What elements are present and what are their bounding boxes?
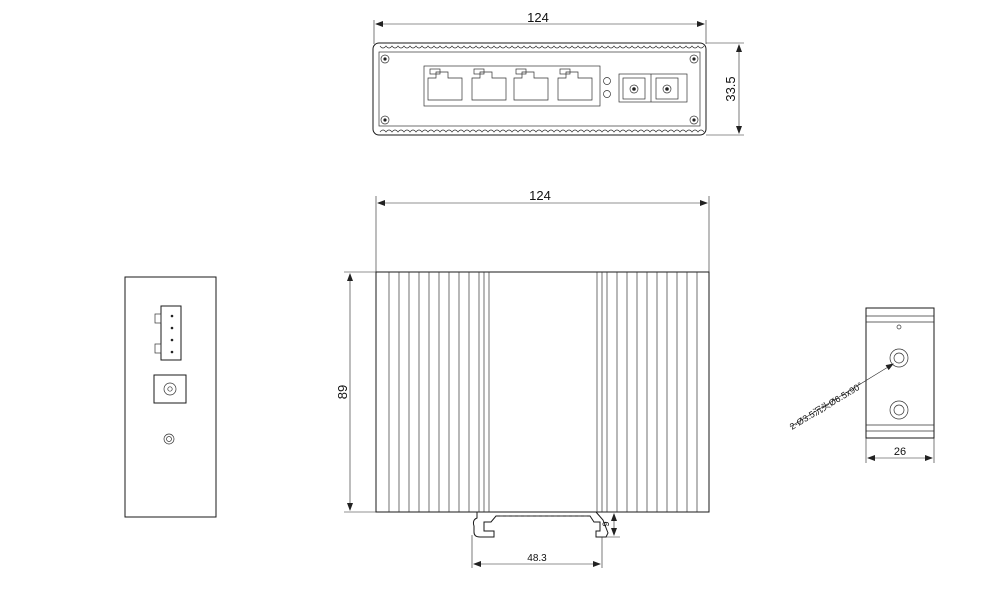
countersunk-hole-icon <box>889 348 909 368</box>
front-view: 124 33.5 <box>372 10 744 136</box>
front-height-label: 33.5 <box>723 76 738 101</box>
rj45-port-2 <box>471 68 507 101</box>
led-icon <box>603 90 611 98</box>
top-housing <box>375 271 710 513</box>
screw-icon <box>380 54 390 64</box>
rj45-port-4 <box>557 68 593 101</box>
rail-depth-label: 9 <box>601 521 611 526</box>
countersunk-hole-icon <box>889 400 909 420</box>
rj45-port-1 <box>427 68 463 101</box>
top-view: 124 89 9 48.3 <box>335 188 710 568</box>
port-block <box>423 65 601 107</box>
hole-leader-line <box>789 363 894 428</box>
terminal-block <box>154 305 182 361</box>
led-icon <box>603 77 611 85</box>
mount-bracket-view: 2-Ø3.5沉头Ø6.5x90° 26 <box>788 307 935 463</box>
top-height-label: 89 <box>335 385 350 399</box>
front-housing <box>372 42 707 136</box>
rail-width-label: 48.3 <box>527 553 547 564</box>
ground-screw-icon <box>163 433 175 445</box>
screw-icon <box>380 115 390 125</box>
front-width-label: 124 <box>527 10 549 25</box>
dc-power-jack <box>153 374 187 404</box>
small-hole-icon <box>896 324 902 330</box>
heat-sink-fins-left <box>388 272 490 512</box>
front-panel <box>378 51 701 127</box>
bracket-width-label: 26 <box>894 446 906 458</box>
rj45-port-3 <box>513 68 549 101</box>
fiber-port <box>618 73 688 103</box>
top-fin-edge <box>379 45 705 49</box>
screw-icon <box>689 115 699 125</box>
screw-icon <box>689 54 699 64</box>
side-connector-view <box>124 276 217 518</box>
hole-note: 2-Ø3.5沉头Ø6.5x90° <box>788 380 865 432</box>
side-panel <box>124 276 217 518</box>
bottom-fin-edge <box>379 129 705 133</box>
heat-sink-fins-right <box>596 272 698 512</box>
bracket-plate <box>865 307 935 439</box>
din-rail-clip <box>472 511 609 538</box>
top-width-label: 124 <box>529 188 551 203</box>
